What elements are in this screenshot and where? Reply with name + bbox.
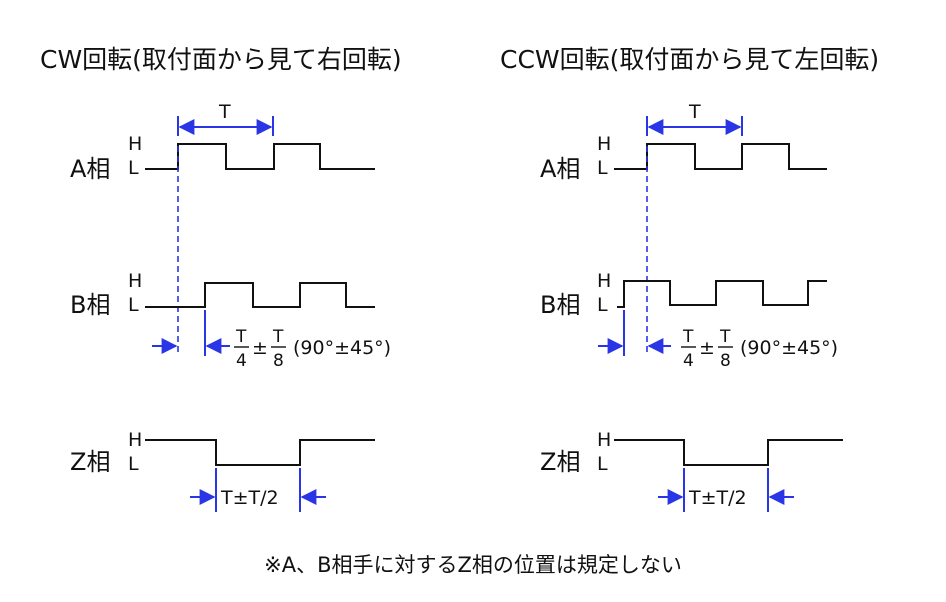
ccw-period-marker: T: [646, 101, 743, 136]
cw-frac1-denominator: 4: [236, 351, 247, 371]
ccw-period-label: T: [688, 101, 701, 123]
ccw-b-high-label: H: [597, 270, 611, 292]
cw-z-low-label: L: [128, 453, 139, 475]
cw-phase-a-label: A相: [70, 155, 110, 183]
ccw-pm-sign: ±: [699, 337, 715, 359]
cw-frac2-denominator: 8: [273, 351, 284, 371]
cw-a-low-label: L: [128, 157, 139, 179]
ccw-b-low-label: L: [597, 294, 608, 316]
ccw-phase-b-label: B相: [540, 291, 580, 319]
ccw-frac2-numerator: T: [719, 327, 731, 347]
cw-phase-diff-marker: T 4 ± T 8 (90°±45°): [152, 310, 391, 371]
ccw-z-width-label: T±T/2: [688, 487, 747, 509]
cw-phase-z-waveform: [145, 439, 375, 466]
cw-frac2-numerator: T: [272, 327, 284, 347]
ccw-phase-diff-marker: T 4 ± T 8 (90°±45°): [598, 310, 838, 371]
ccw-phase-z-label: Z相: [540, 448, 580, 476]
ccw-z-width-marker: T±T/2: [658, 468, 794, 512]
cw-frac1-numerator: T: [235, 327, 247, 347]
ccw-a-low-label: L: [597, 157, 608, 179]
cw-period-label: T: [218, 101, 231, 123]
cw-z-high-label: H: [128, 429, 142, 451]
ccw-frac1-numerator: T: [682, 327, 694, 347]
cw-title: CW回転(取付面から見て右回転): [40, 45, 402, 74]
ccw-z-high-label: H: [597, 429, 611, 451]
cw-z-width-label: T±T/2: [220, 487, 279, 509]
cw-a-high-label: H: [128, 133, 142, 155]
cw-phase-a-waveform: [145, 143, 375, 170]
ccw-phase-b-waveform: [617, 280, 827, 308]
cw-panel: CW回転(取付面から見て右回転) T A相 H L B相 H L T 4: [40, 45, 402, 512]
cw-b-low-label: L: [128, 294, 139, 316]
cw-phase-z-label: Z相: [70, 448, 110, 476]
ccw-phase-a-label: A相: [540, 155, 580, 183]
ccw-title: CCW回転(取付面から見て左回転): [500, 45, 879, 74]
cw-b-high-label: H: [128, 270, 142, 292]
ccw-panel: CCW回転(取付面から見て左回転) T A相 H L B相 H L T 4: [500, 45, 879, 512]
cw-phase-b-waveform: [145, 282, 375, 308]
cw-phase-diff-degrees: (90°±45°): [293, 337, 391, 359]
ccw-frac1-denominator: 4: [683, 351, 694, 371]
ccw-phase-diff-degrees: (90°±45°): [740, 337, 838, 359]
cw-period-marker: T: [177, 101, 274, 136]
ccw-z-low-label: L: [597, 453, 608, 475]
cw-phase-b-label: B相: [70, 291, 110, 319]
ccw-phase-z-waveform: [614, 439, 843, 466]
footnote: ※A、B相手に対するZ相の位置は規定しない: [264, 553, 682, 577]
ccw-a-high-label: H: [597, 133, 611, 155]
cw-pm-sign: ±: [252, 337, 268, 359]
cw-z-width-marker: T±T/2: [190, 468, 326, 512]
ccw-frac2-denominator: 8: [720, 351, 731, 371]
ccw-phase-a-waveform: [614, 143, 827, 170]
